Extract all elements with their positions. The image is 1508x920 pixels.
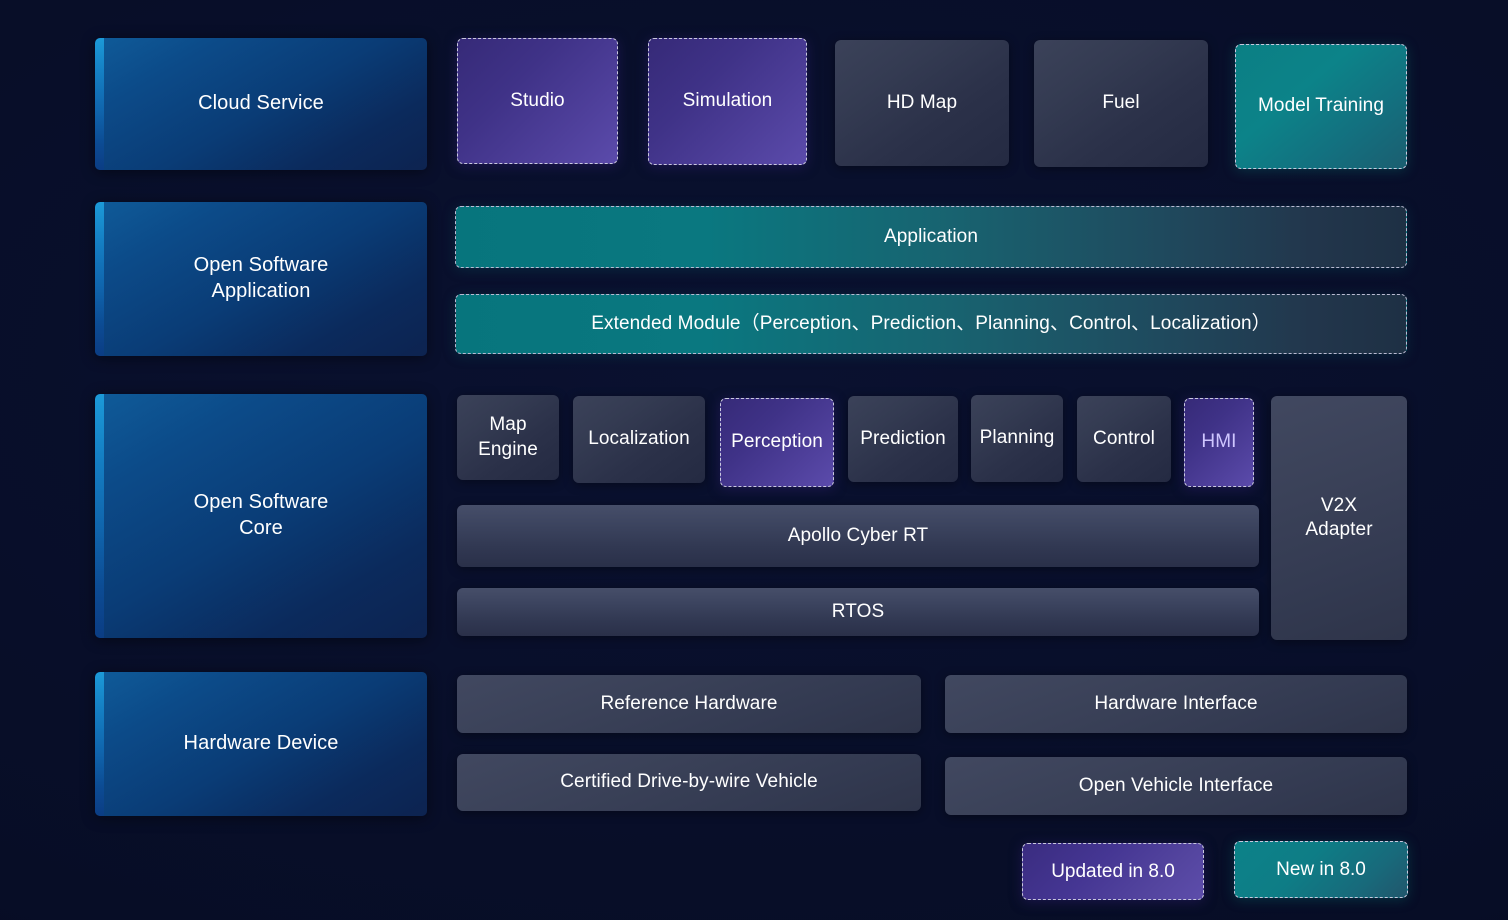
core-module-control-label: Control: [1093, 427, 1155, 449]
rail-open-software-application-label: Open Software Application: [193, 254, 329, 302]
legend-updated-in-8[interactable]: Updated in 8.0: [1022, 843, 1204, 900]
legend-new-in-8-label: New in 8.0: [1276, 858, 1366, 880]
rail-open-software-core-label: Open Software Core: [193, 491, 329, 539]
cloud-card-hd-map[interactable]: HD Map: [835, 40, 1009, 166]
core-card-v2x-adapter-label: V2X Adapter: [1305, 494, 1373, 540]
core-module-hmi-label: HMI: [1201, 431, 1237, 453]
rail-cloud-service-label: Cloud Service: [198, 92, 324, 115]
cloud-card-simulation[interactable]: Simulation: [648, 38, 807, 165]
rail-hardware-device[interactable]: Hardware Device: [95, 672, 427, 816]
app-bar-application-label: Application: [883, 225, 979, 247]
core-module-prediction[interactable]: Prediction: [848, 396, 958, 482]
cloud-card-studio[interactable]: Studio: [457, 38, 618, 164]
core-card-v2x-adapter[interactable]: V2X Adapter: [1271, 396, 1407, 640]
app-bar-application[interactable]: Application: [455, 206, 1407, 268]
cloud-card-fuel[interactable]: Fuel: [1034, 40, 1208, 167]
app-bar-extended-module[interactable]: Extended Module（Perception、Prediction、Pl…: [455, 294, 1407, 354]
hardware-card-reference-hardware-label: Reference Hardware: [600, 692, 778, 714]
hardware-card-open-vehicle-interface-label: Open Vehicle Interface: [1078, 774, 1274, 796]
core-module-planning[interactable]: Planning: [971, 395, 1063, 482]
core-bar-apollo-cyber-rt[interactable]: Apollo Cyber RT: [457, 505, 1259, 567]
cloud-card-model-training[interactable]: Model Training: [1235, 44, 1407, 169]
hardware-card-open-vehicle-interface[interactable]: Open Vehicle Interface: [945, 757, 1407, 815]
core-module-map-engine-label: Map Engine: [478, 414, 538, 460]
app-bar-extended-module-label: Extended Module（Perception、Prediction、Pl…: [591, 312, 1271, 334]
hardware-card-certified-drive-by-wire-vehicle[interactable]: Certified Drive-by-wire Vehicle: [457, 754, 921, 811]
core-module-prediction-label: Prediction: [860, 427, 946, 449]
cloud-card-studio-label: Studio: [510, 89, 565, 111]
core-module-planning-label: Planning: [979, 427, 1055, 449]
cloud-card-simulation-label: Simulation: [682, 90, 773, 112]
core-module-localization-label: Localization: [588, 428, 690, 450]
legend-updated-in-8-label: Updated in 8.0: [1051, 860, 1175, 882]
core-bar-rtos[interactable]: RTOS: [457, 588, 1259, 636]
cloud-card-model-training-label: Model Training: [1257, 95, 1385, 117]
hardware-card-certified-drive-by-wire-vehicle-label: Certified Drive-by-wire Vehicle: [560, 771, 818, 793]
cloud-card-fuel-label: Fuel: [1102, 92, 1140, 114]
hardware-card-hardware-interface-label: Hardware Interface: [1094, 692, 1258, 714]
legend-new-in-8[interactable]: New in 8.0: [1234, 841, 1408, 898]
core-module-perception[interactable]: Perception: [720, 398, 834, 487]
core-module-perception-label: Perception: [731, 431, 823, 453]
rail-hardware-device-label: Hardware Device: [183, 732, 339, 755]
core-bar-rtos-label: RTOS: [831, 600, 885, 622]
rail-cloud-service[interactable]: Cloud Service: [95, 38, 427, 170]
cloud-card-hd-map-label: HD Map: [886, 91, 958, 113]
core-bar-apollo-cyber-rt-label: Apollo Cyber RT: [787, 524, 929, 546]
rail-open-software-application[interactable]: Open Software Application: [95, 202, 427, 356]
hardware-card-reference-hardware[interactable]: Reference Hardware: [457, 675, 921, 733]
core-module-control[interactable]: Control: [1077, 396, 1171, 482]
rail-open-software-core[interactable]: Open Software Core: [95, 394, 427, 638]
core-module-localization[interactable]: Localization: [573, 396, 705, 483]
core-module-map-engine[interactable]: Map Engine: [457, 395, 559, 480]
hardware-card-hardware-interface[interactable]: Hardware Interface: [945, 675, 1407, 733]
core-module-hmi[interactable]: HMI: [1184, 398, 1254, 487]
